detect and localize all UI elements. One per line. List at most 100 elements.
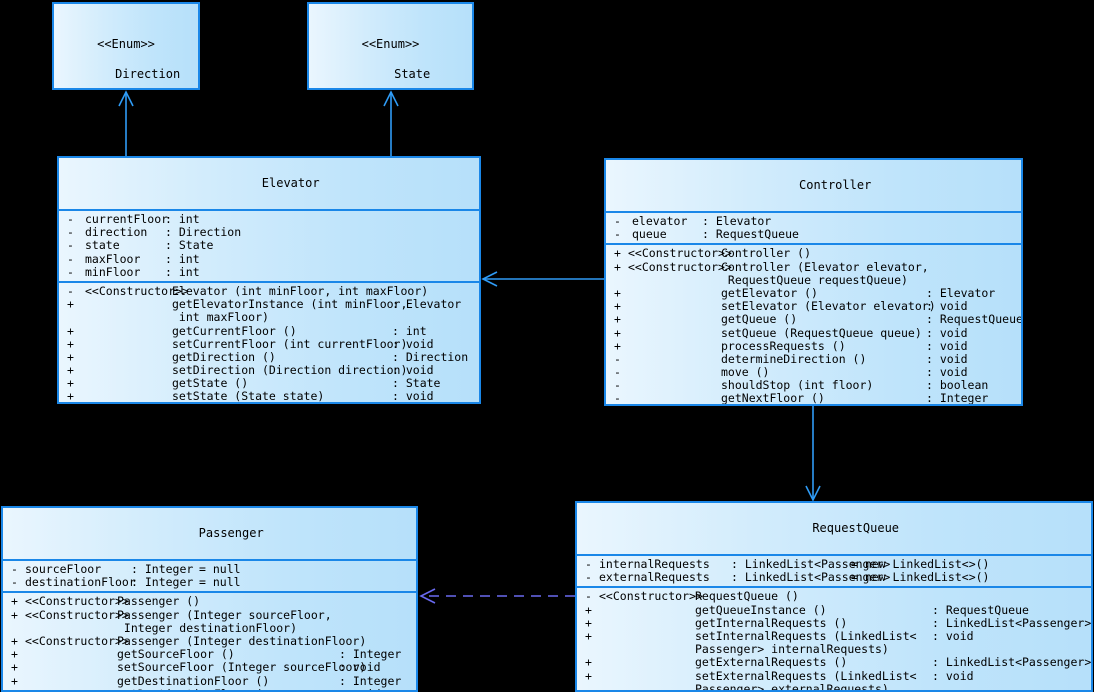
operation-row: +getQueueInstance (): RequestQueue [577, 602, 1091, 617]
operation-row: +getQueue (): RequestQueue [606, 313, 1021, 326]
visibility: + [614, 299, 621, 314]
connector-controller-to-requestqueue [805, 406, 821, 502]
operation-return-type: : Direction [392, 349, 469, 364]
visibility: + [67, 336, 74, 351]
operation-signature: setState (State state) [172, 389, 325, 404]
operation-signature: RequestQueue requestQueue) [721, 272, 908, 287]
class-name-label: Direction [115, 67, 181, 81]
class-box-controller[interactable]: Controller -elevator: Elevator-queue: Re… [604, 158, 1023, 406]
member-default: = new LinkedList<>() [851, 570, 990, 585]
operation-signature: Passenger> internalRequests) [695, 642, 889, 657]
operation-signature: setSourceFloor (Integer sourceFloor) [117, 660, 367, 675]
member-type: : int [165, 264, 200, 279]
operation-row: +<<Constructor>>Passenger (Integer desti… [3, 633, 416, 648]
operation-row: Passenger> internalRequests) [577, 642, 1091, 657]
operation-return-type: : void [926, 338, 968, 353]
connector-elevator-to-state [383, 90, 399, 156]
operation-return-type: : LinkedList<Passenger> [932, 655, 1092, 670]
operation-row: +setSourceFloor (Integer sourceFloor): v… [3, 661, 416, 674]
operation-return-type: : RequestQueue [932, 602, 1029, 617]
class-name-label: Passenger [198, 526, 264, 540]
member-type: : RequestQueue [702, 227, 799, 242]
operation-signature: getQueue () [721, 312, 798, 327]
operation-row: +getCurrentFloor (): int [59, 323, 479, 338]
operation-signature: Elevator (int minFloor, int maxFloor) [172, 283, 429, 298]
operation-signature: getCurrentFloor () [172, 323, 297, 338]
operation-signature: shouldStop (int floor) [721, 378, 874, 393]
operation-row: - getNextFloor () : Integer [606, 391, 1021, 406]
operation-return-type: : Integer [926, 392, 988, 404]
operation-return-type: : Integer [339, 647, 402, 662]
member-default: = new LinkedList<>() [851, 557, 990, 571]
class-box-passenger[interactable]: Passenger -sourceFloor: Integer= null-de… [1, 506, 418, 692]
member-name: direction [85, 225, 148, 240]
operation-row: +<<Constructor>>Passenger () [3, 595, 416, 608]
operation-row: -<<Constructor>>RequestQueue () [577, 590, 1091, 603]
visibility: + [585, 628, 592, 643]
operation-return-type: : LinkedList<Passenger> [932, 615, 1092, 630]
attribute-row: -maxFloor: int [59, 251, 479, 266]
operation-row: +setExternalRequests (LinkedList<: void [577, 668, 1091, 683]
operation-return-type: : State [392, 376, 441, 391]
class-name-label: State [394, 67, 431, 81]
operation-return-type: : Elevator [926, 285, 996, 300]
member-type: : int [165, 212, 200, 226]
visibility: + [614, 325, 621, 340]
visibility: + [585, 615, 592, 630]
class-name-label: Elevator [261, 176, 320, 190]
visibility: + [67, 349, 74, 364]
visibility: - [67, 283, 74, 298]
member-type: : Integer [131, 575, 194, 590]
attribute-row: -sourceFloor: Integer= null [3, 562, 416, 576]
operation-signature: Passenger> externalRequests) [695, 681, 889, 692]
operation-return-type: : void [392, 336, 434, 351]
operation-signature: getQueueInstance () [695, 602, 827, 617]
member-name: queue [632, 227, 667, 242]
member-name: internalRequests [599, 557, 710, 571]
class-box-elevator[interactable]: Elevator -currentFloor: int-direction: D… [57, 156, 481, 404]
class-title-elevator: Elevator [59, 158, 479, 209]
visibility: + [67, 389, 74, 404]
operation-row: + setDirection (Direction direction): voi… [59, 363, 479, 378]
member-name: sourceFloor [25, 562, 102, 576]
operation-stereotype: <<Constructor>> [25, 607, 129, 622]
operation-return-type: : void [926, 365, 968, 380]
operation-return-type: : void [339, 687, 381, 690]
class-box-direction[interactable]: <<Enum>> Direction + UP : EnumConstant +… [52, 2, 200, 90]
visibility: + [11, 673, 18, 688]
operation-signature: int maxFloor) [172, 310, 269, 325]
operation-signature: Passenger (Integer sourceFloor, [117, 607, 332, 622]
class-box-requestqueue[interactable]: RequestQueue -internalRequests : LinkedLi… [575, 501, 1093, 692]
visibility: + [11, 633, 18, 648]
operation-signature: setDirection (Direction direction) [172, 363, 408, 378]
operation-signature: getDirection () [172, 349, 276, 364]
operation-row: -move (): void [606, 365, 1021, 380]
operation-row: +setDestinationFloor (: void [3, 687, 416, 690]
attributes-compartment-passenger: -sourceFloor: Integer= null-destinationF… [3, 559, 416, 591]
operation-row: +setState (State state): void [59, 389, 479, 404]
operation-return-type: : void [339, 660, 381, 675]
visibility: + [11, 594, 18, 609]
visibility: - [614, 227, 621, 242]
member-name: minFloor [85, 264, 141, 279]
member-type: : int [165, 251, 200, 266]
operation-row: Passenger> externalRequests) [577, 681, 1091, 692]
class-box-state[interactable]: <<Enum>> State + MOVING : EnumConstant +… [307, 2, 474, 90]
operation-row: +getDestinationFloor (): Integer [3, 673, 416, 688]
attribute-row: -state: State [59, 239, 479, 252]
class-title-requestqueue: RequestQueue [577, 503, 1091, 554]
visibility: - [614, 391, 621, 406]
operation-row: -determineDirection (): void [606, 352, 1021, 366]
operation-return-type: : void [932, 668, 974, 683]
operation-return-type: : boolean [926, 378, 989, 393]
visibility: - [614, 214, 621, 228]
class-title-controller: Controller [606, 160, 1021, 211]
visibility: - [585, 570, 592, 585]
connector-elevator-to-direction [118, 90, 134, 156]
attributes-compartment-elevator: -currentFloor: int-direction: Direction-… [59, 209, 479, 281]
visibility: + [67, 363, 74, 378]
member-type: : LinkedList<Passenger> [731, 570, 891, 585]
operation-return-type: : void [392, 363, 434, 378]
operation-signature: getNextFloor () [721, 391, 825, 406]
operations-compartment-controller: +<<Constructor>>Controller ()+<<Construc… [606, 243, 1021, 406]
